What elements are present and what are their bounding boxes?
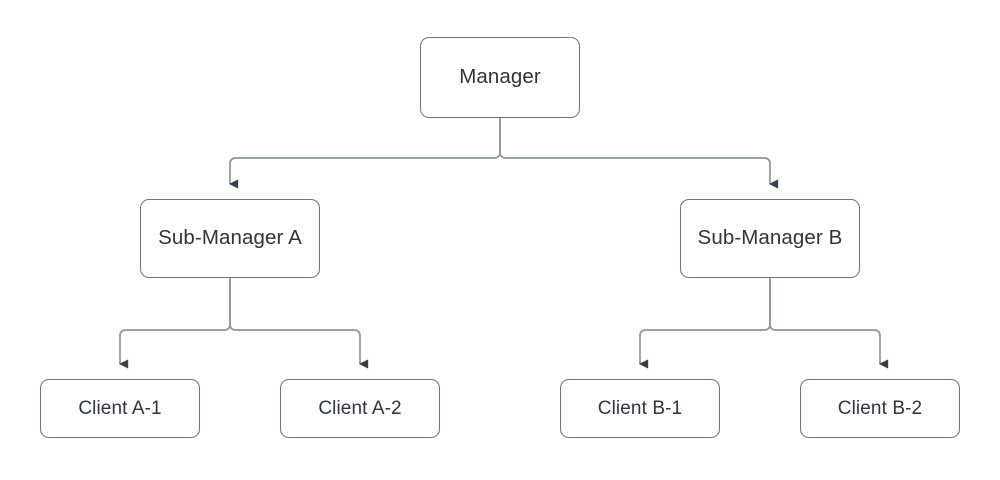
node-client-a1[interactable]: Client A-1 (40, 379, 200, 438)
node-client-b1-label: Client B-1 (597, 398, 683, 419)
node-client-b2[interactable]: Client B-2 (800, 379, 960, 438)
node-client-b2-label: Client B-2 (837, 398, 923, 419)
connector-sub-manager-b-to-client-b1 (638, 278, 771, 369)
node-manager-label: Manager (459, 65, 541, 89)
connector-sub-manager-a-to-client-a2 (229, 278, 369, 369)
node-sub-manager-a[interactable]: Sub-Manager A (140, 199, 320, 278)
node-manager[interactable]: Manager (420, 37, 580, 118)
node-sub-manager-a-label: Sub-Manager A (158, 226, 302, 250)
node-client-a1-label: Client A-1 (78, 398, 162, 419)
connector-manager-to-sub-manager-a (228, 118, 501, 189)
connector-sub-manager-b-to-client-b2 (769, 278, 889, 369)
node-client-a2-label: Client A-2 (318, 398, 402, 419)
node-client-a2[interactable]: Client A-2 (280, 379, 440, 438)
node-sub-manager-b[interactable]: Sub-Manager B (680, 199, 860, 278)
node-sub-manager-b-label: Sub-Manager B (697, 226, 843, 250)
node-client-b1[interactable]: Client B-1 (560, 379, 720, 438)
connector-sub-manager-a-to-client-a1 (118, 278, 231, 369)
connector-manager-to-sub-manager-b (499, 118, 779, 189)
